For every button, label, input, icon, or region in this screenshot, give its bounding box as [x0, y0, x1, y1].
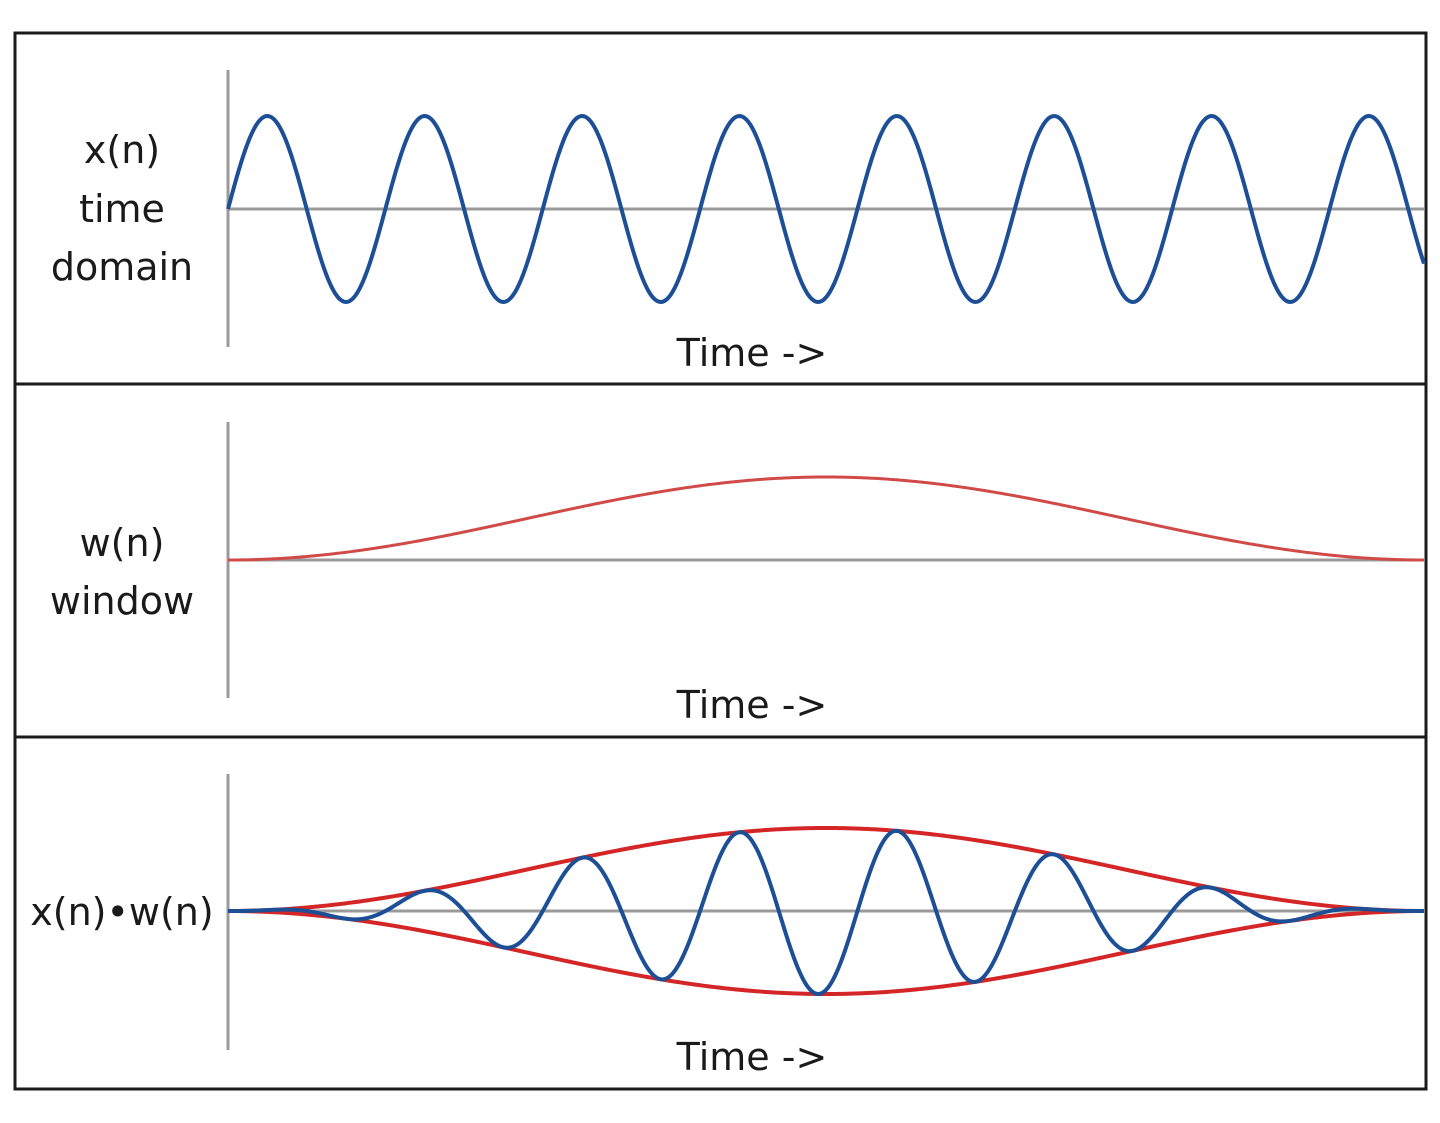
signal-label-line-3: domain [51, 245, 193, 289]
signal-x-axis-title: Time -> [676, 331, 828, 375]
signal-label-line-2: time [79, 187, 165, 231]
panel-window: w(n) window Time -> [50, 422, 1424, 727]
window-hann-curve [228, 475, 1424, 562]
product-x-axis-title: Time -> [676, 1035, 828, 1079]
product-label: x(n)•w(n) [30, 890, 213, 934]
signal-sine-curve [226, 114, 1426, 305]
panel-signal: x(n) time domain Time -> [51, 70, 1426, 375]
product-envelope-lower [228, 909, 1424, 996]
panel-product: x(n)•w(n) Time -> [30, 774, 1424, 1079]
product-windowed-sine-curve [228, 828, 1424, 996]
window-label-line-2: window [50, 579, 194, 623]
signal-label-line-1: x(n) [84, 128, 160, 172]
window-x-axis-title: Time -> [676, 683, 828, 727]
window-label-line-1: w(n) [80, 521, 165, 565]
